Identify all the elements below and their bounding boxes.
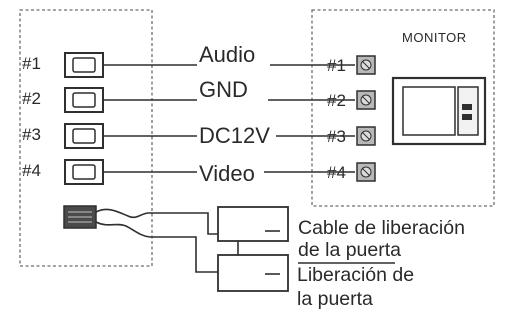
monitor-title: MONITOR [402, 30, 467, 45]
door-pin-3-label: #3 [22, 125, 41, 144]
cable-release-label-line1: Cable de liberación [298, 217, 465, 239]
door-release-box [217, 254, 289, 292]
door-release-label-line1: Liberación de [297, 264, 414, 286]
signal-label-audio: Audio [199, 42, 255, 67]
door-pin-2: #2 [22, 87, 104, 113]
door-terminal-1 [64, 52, 104, 78]
signal-label-gnd: GND [199, 77, 248, 102]
signal-label-video: Video [199, 161, 255, 186]
door-pin-3: #3 [22, 123, 104, 149]
door-pin-4: #4 [22, 159, 104, 185]
door-station-box [19, 9, 153, 267]
monitor-box [311, 9, 495, 207]
door-pin-1: #1 [22, 52, 104, 78]
cable-release-box [217, 206, 289, 242]
release-terminal-block [63, 205, 97, 229]
release-cable [95, 208, 218, 235]
signal-label-dc12v: DC12V [199, 123, 270, 148]
door-release-label-line2: la puerta [297, 288, 373, 310]
door-pin-2-label: #2 [22, 89, 41, 108]
door-pin-1-label: #1 [22, 54, 41, 73]
monitor-screen-icon [391, 76, 487, 146]
door-pin-4-label: #4 [22, 161, 41, 180]
cable-release-label-line2: de la puerta [298, 239, 401, 261]
